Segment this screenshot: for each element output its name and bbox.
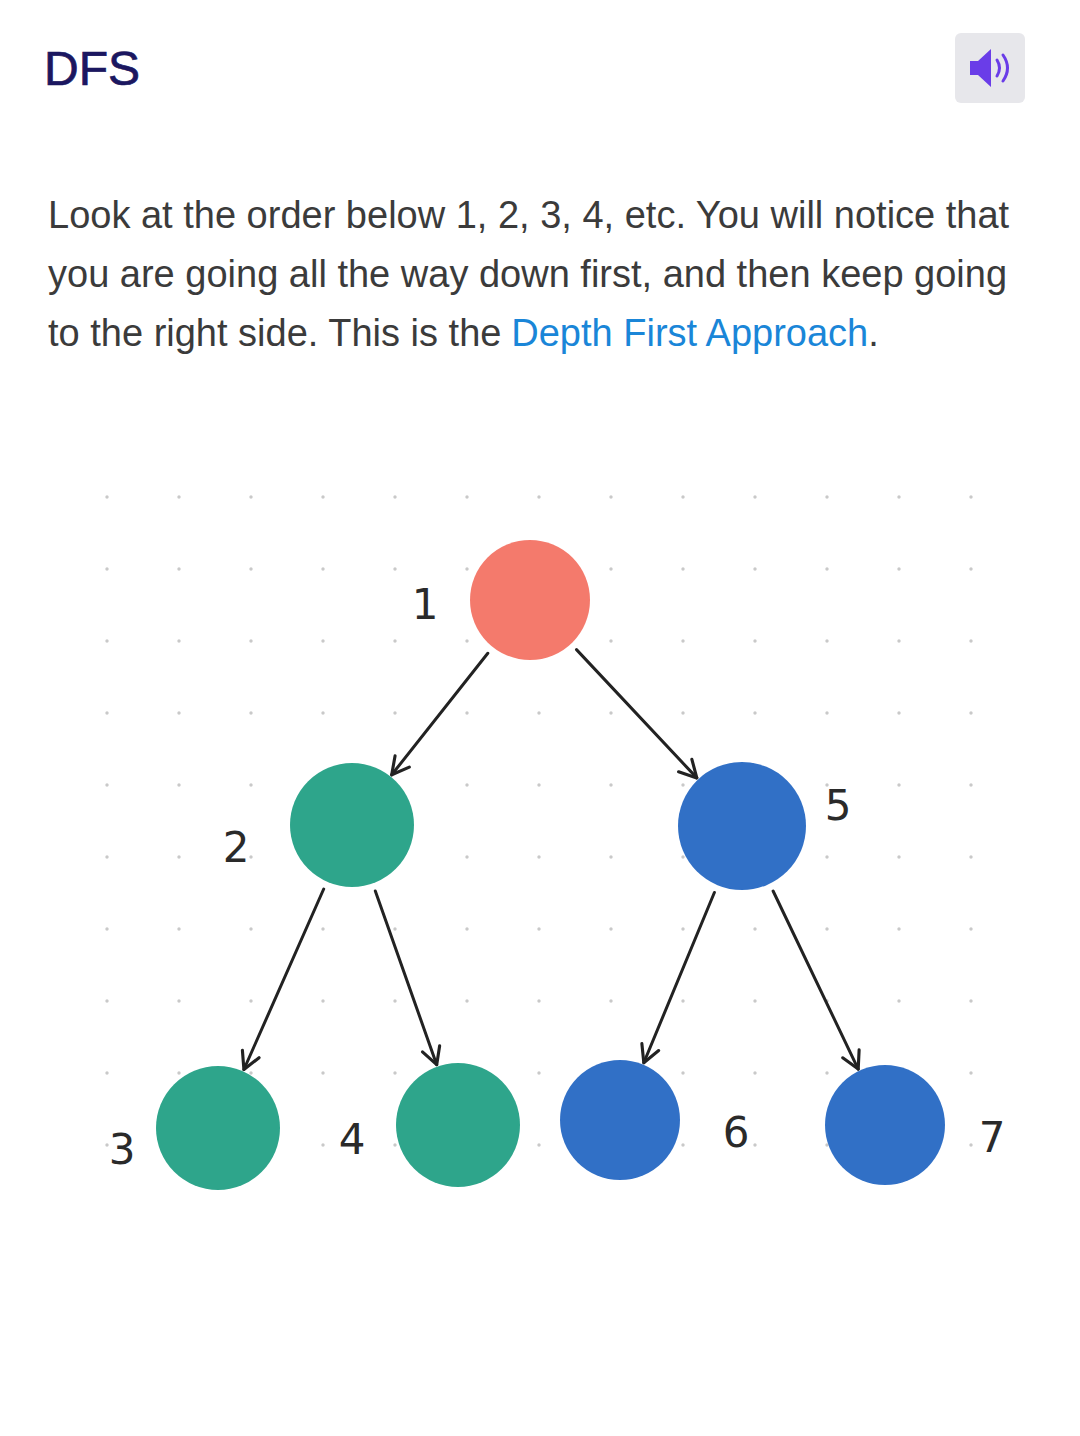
intro-paragraph: Look at the order below 1, 2, 3, 4, etc.… [48,186,1038,363]
tree-arrow [577,650,697,778]
order-number: 4 [339,1119,366,1161]
order-number: 3 [109,1129,136,1171]
order-number: 5 [825,785,852,827]
tree-node: 4 [396,1063,520,1187]
tree-node: 1 [470,540,590,660]
tree-arrow [644,893,715,1063]
order-number: 1 [412,584,439,626]
order-number: 7 [979,1117,1006,1159]
page-title: DFS [44,40,140,98]
tree-arrow [375,891,436,1065]
tree-arrow [244,889,324,1070]
dot-grid [95,485,1025,1205]
tree-node: 6 [560,1060,680,1180]
tree-arrow [392,653,488,775]
speaker-button [955,33,1025,103]
paragraph-text: . [868,312,879,354]
order-number: 6 [723,1112,750,1154]
tree-arrow [773,891,858,1069]
tree-node: 2 [290,763,414,887]
order-number: 2 [223,827,250,869]
tree-node: 5 [678,762,806,890]
highlight-link: Depth First Approach [511,312,868,354]
tree-node: 7 [825,1065,945,1185]
tree-node: 3 [156,1066,280,1190]
